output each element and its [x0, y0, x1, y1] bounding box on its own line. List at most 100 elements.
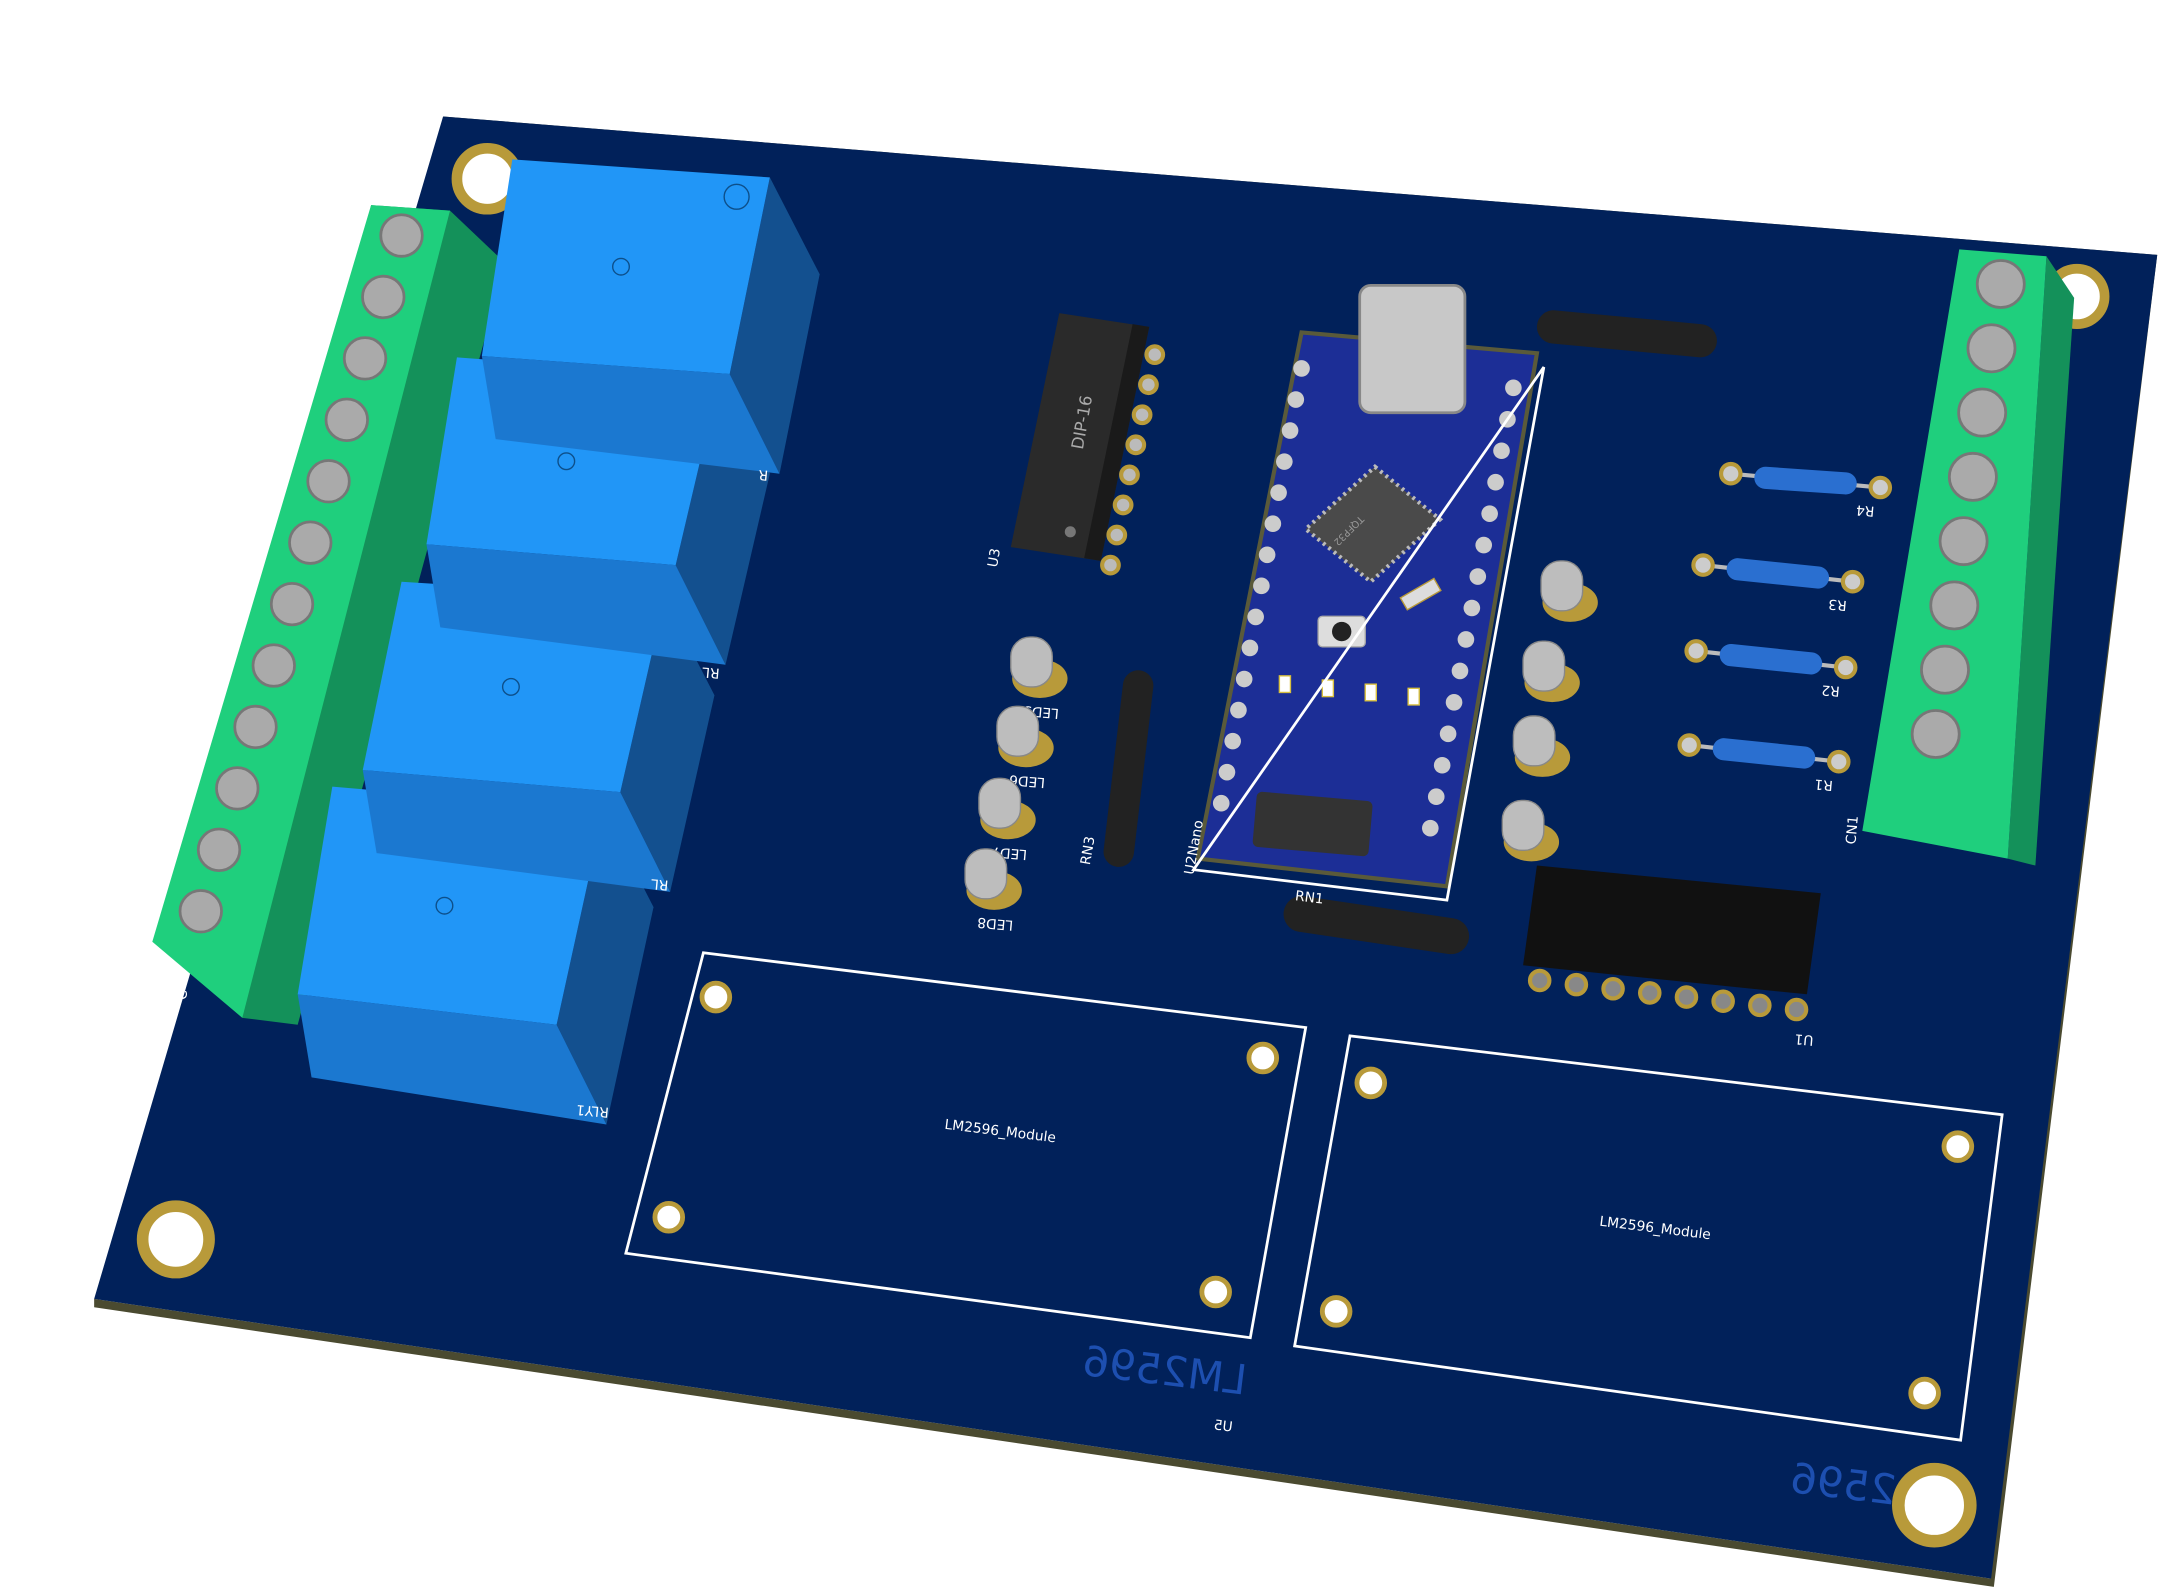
resistor-network-rn3	[1103, 670, 1154, 867]
nano-header-pin	[1422, 819, 1439, 837]
relay	[481, 159, 770, 374]
dip-pin	[1106, 524, 1128, 546]
mounting-hole	[1908, 1376, 1941, 1410]
ref-resistor: R4	[1855, 501, 1875, 519]
smd-led	[1407, 687, 1420, 706]
dip-pin	[1138, 374, 1159, 396]
terminal-screw	[1957, 387, 2008, 438]
ref-terminal-left: C	[175, 990, 191, 1000]
terminal-screw	[379, 213, 424, 258]
nano-header-pin	[1487, 473, 1504, 491]
dip-pin	[1131, 404, 1153, 426]
mounting-hole	[1354, 1066, 1388, 1100]
pin1-marker	[1064, 526, 1076, 538]
nano-header-pin	[1264, 515, 1282, 533]
relay-dot	[612, 257, 630, 276]
ref-rly1: RLY1	[576, 1101, 610, 1120]
ref-u3: U3	[985, 547, 1004, 568]
terminal-screw	[251, 643, 296, 688]
u1-pin	[1674, 985, 1699, 1009]
nano-header-pin	[1230, 701, 1247, 719]
u1-pin	[1748, 993, 1772, 1018]
terminal-screw	[1920, 644, 1970, 695]
nano-header-pin	[1293, 360, 1310, 377]
resistor	[1726, 558, 1830, 589]
smd-led	[1321, 679, 1335, 698]
resistor-network-top	[1536, 310, 1717, 358]
nano-header-pin	[1463, 599, 1481, 617]
ref-relay: RL	[650, 875, 669, 892]
dip16-chip-edge	[1084, 324, 1150, 561]
led	[978, 777, 1022, 829]
nano-header-pin	[1287, 391, 1305, 408]
ref-resistor: R2	[1821, 681, 1841, 699]
relay-front	[481, 356, 780, 474]
relay-dot	[435, 896, 454, 915]
terminal-screw	[1966, 323, 2017, 374]
nano-header-pin	[1475, 536, 1493, 554]
mounting-hole	[699, 980, 733, 1014]
u1-chip	[1523, 865, 1821, 995]
u1-pin	[1784, 997, 1809, 1022]
terminal-screw	[269, 581, 315, 627]
mounting-hole	[136, 1200, 215, 1279]
relay-front	[297, 994, 607, 1125]
nano-header-pin	[1276, 453, 1293, 470]
terminal-block-left-side	[242, 205, 506, 1025]
mounting-hole	[1892, 1462, 1977, 1548]
terminal-screw	[215, 766, 260, 811]
resistor	[1719, 643, 1823, 675]
terminal-screw	[1975, 259, 2026, 309]
terminal-screw	[342, 336, 388, 381]
mounting-hole	[1199, 1275, 1232, 1309]
nano-header-pin	[1258, 546, 1276, 564]
terminal-screw	[233, 704, 278, 750]
nano-header-pin	[1493, 442, 1510, 460]
nano-header-pin	[1505, 379, 1522, 397]
u1-pin	[1601, 977, 1625, 1001]
terminal-screw	[361, 274, 406, 320]
relay-dot	[557, 452, 576, 471]
relay-front	[426, 544, 726, 665]
terminal-screw	[178, 889, 223, 934]
resistor	[1754, 466, 1857, 495]
ref-rn1: RN1	[1294, 888, 1325, 907]
terminal-screw	[196, 827, 242, 872]
mounting-hole	[652, 1200, 686, 1234]
ref-u5: U5	[1213, 1417, 1234, 1435]
nano-header-pin	[1445, 694, 1463, 711]
terminal-screw	[324, 397, 369, 442]
terminal-screw	[1929, 580, 1980, 631]
module-outline-u5	[624, 951, 1308, 1340]
ref-resistor: R1	[1814, 775, 1834, 793]
nano-header-pin	[1218, 763, 1236, 781]
resistor-pad	[1833, 655, 1858, 680]
crystal	[1399, 577, 1442, 611]
resistor-pad	[1691, 553, 1715, 577]
terminal-block-right-side	[2007, 256, 2075, 866]
mounting-hole	[1319, 1295, 1353, 1328]
relay-side	[620, 598, 715, 892]
nano-header-pin	[1451, 662, 1469, 680]
nano-header-pin	[1253, 577, 1270, 595]
nano-header-pin	[1481, 505, 1498, 522]
nano-silk-outline	[1191, 366, 1546, 902]
led	[996, 705, 1040, 757]
led	[1010, 636, 1053, 688]
led	[964, 848, 1008, 900]
led	[1512, 715, 1556, 767]
terminal-screw	[1910, 709, 1961, 759]
smd-led	[1278, 675, 1292, 694]
ref-u1: U1	[1794, 1030, 1814, 1048]
led	[1501, 799, 1545, 851]
nano-header-pin	[1281, 422, 1299, 439]
relay-front	[362, 770, 671, 892]
dip-pin	[1112, 494, 1134, 516]
nano-header-pin	[1427, 788, 1445, 806]
led	[1540, 560, 1584, 612]
relay-pin1-marker	[723, 183, 750, 210]
smd-led	[1364, 683, 1377, 702]
module-outline-u4	[1292, 1034, 2004, 1442]
relay-side	[729, 177, 820, 474]
